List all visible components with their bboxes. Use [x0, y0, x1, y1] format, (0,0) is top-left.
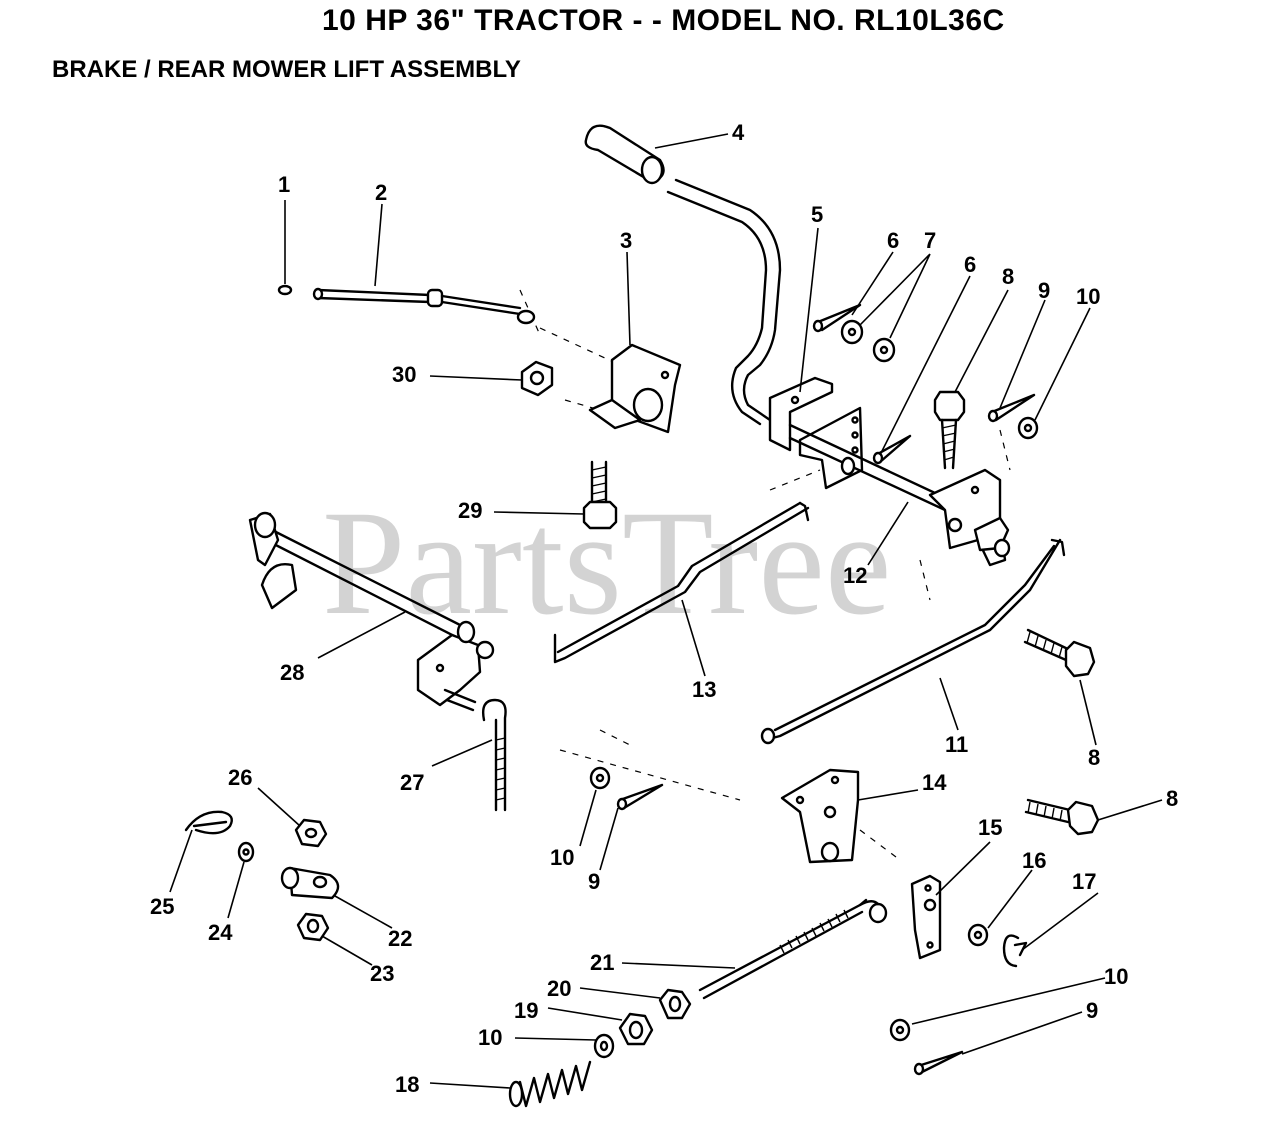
callout-12: 12: [843, 563, 867, 588]
part-8-bolt-upper: [933, 390, 966, 470]
callout-14: 14: [922, 770, 947, 795]
part-29-bolt: [582, 460, 618, 530]
callout-7: 7: [924, 228, 936, 253]
part-17-e-clip: [1002, 934, 1028, 968]
callout-22: 22: [388, 926, 412, 951]
part-9-cotter-pin-lower-right: [913, 1050, 964, 1076]
part-9-cotter-pin-center: [616, 783, 664, 811]
callout-26: 26: [228, 765, 252, 790]
part-13-lift-link: [553, 501, 810, 664]
part-24-washer: [237, 841, 255, 863]
callout-labels: 1 2 3 4 5 6 7 6 8 9 10 30 29 12 13 11 28…: [150, 120, 1178, 1097]
part-3-bracket: [588, 343, 682, 434]
assembly-subtitle: BRAKE / REAR MOWER LIFT ASSEMBLY: [52, 56, 521, 83]
callout-16: 16: [1022, 848, 1046, 873]
callout-21: 21: [590, 950, 614, 975]
part-21-threaded-rod: [698, 898, 888, 1000]
callout-10c: 10: [1104, 964, 1128, 989]
callout-17: 17: [1072, 869, 1096, 894]
part-14-bracket: [780, 768, 860, 864]
part-5-lift-lever: [666, 178, 864, 490]
callout-20: 20: [547, 976, 571, 1001]
callout-2: 2: [375, 180, 387, 205]
part-28-rock-shaft: [248, 511, 495, 712]
part-4-handle-grip: [584, 124, 665, 185]
callout-8a: 8: [1002, 264, 1014, 289]
callout-27: 27: [400, 770, 424, 795]
part-27-j-bolt: [481, 698, 507, 812]
part-10-washer-upper: [1017, 416, 1039, 440]
callout-6b: 6: [964, 252, 976, 277]
part-10-washer-lower: [593, 1033, 615, 1059]
part-30-hex-nut: [520, 360, 554, 397]
part-10-washer-lower-right: [889, 1018, 911, 1042]
part-6-cotter-pin-b: [872, 434, 912, 465]
part-12-shaft: [788, 423, 1011, 567]
callout-19: 19: [514, 998, 538, 1023]
callout-leader-lines: [169, 133, 1163, 1089]
callout-10a: 10: [1076, 284, 1100, 309]
part-6-cotter-pin: [812, 303, 862, 333]
callout-1: 1: [278, 172, 290, 197]
part-16-washer: [967, 923, 989, 947]
part-2-brake-rod: [312, 287, 536, 325]
part-9-cotter-pin-upper: [987, 393, 1036, 423]
part-11-rod: [760, 538, 1066, 745]
callout-6a: 6: [887, 228, 899, 253]
part-22-trunnion: [280, 866, 340, 900]
callout-28: 28: [280, 660, 304, 685]
callout-9a: 9: [1038, 278, 1050, 303]
callout-4: 4: [732, 120, 745, 145]
callout-13: 13: [692, 677, 716, 702]
callout-29: 29: [458, 498, 482, 523]
callout-30: 30: [392, 362, 416, 387]
callout-24: 24: [208, 920, 233, 945]
part-8-bolt-right-lower: [1024, 798, 1100, 836]
part-19-nut: [618, 1012, 654, 1046]
part-26-nut: [294, 818, 328, 848]
callout-8c: 8: [1166, 786, 1178, 811]
callout-25: 25: [150, 894, 174, 919]
part-8-bolt-right-upper: [1023, 628, 1096, 678]
callout-23: 23: [370, 961, 394, 986]
callout-18: 18: [395, 1072, 419, 1097]
callout-15: 15: [978, 815, 1002, 840]
part-20-nut: [658, 988, 692, 1020]
part-10-washer-center: [589, 766, 611, 790]
part-15-plate: [910, 874, 942, 960]
callout-5: 5: [811, 202, 823, 227]
part-23-nut: [296, 912, 330, 942]
part-1-clip: [277, 284, 293, 296]
callout-3: 3: [620, 228, 632, 253]
callout-9c: 9: [1086, 998, 1098, 1023]
callout-8b: 8: [1088, 745, 1100, 770]
part-18-spring: [508, 1060, 592, 1108]
part-7-washer: [840, 319, 896, 363]
callout-10b: 10: [550, 845, 574, 870]
diagram-title: 10 HP 36" TRACTOR - - MODEL NO. RL10L36C: [322, 4, 1005, 37]
callout-11: 11: [945, 732, 968, 757]
part-25-hair-pin: [184, 810, 233, 835]
callout-9b: 9: [588, 869, 600, 894]
callout-10d: 10: [478, 1025, 502, 1050]
